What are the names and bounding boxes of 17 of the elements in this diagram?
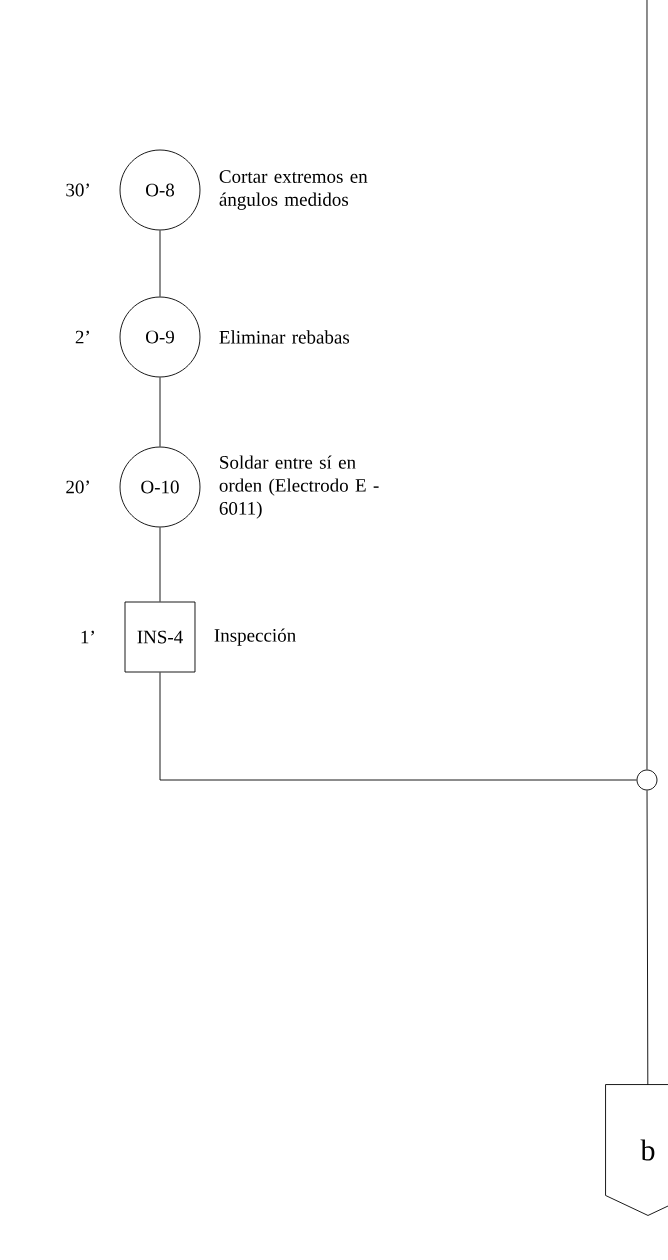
connector-line (159, 230, 161, 297)
step-description: Cortar extremos en ángulos medidos (219, 170, 368, 210)
inspection-box: INS-4 (124, 601, 196, 673)
connector-line (646, 790, 649, 1085)
step-description: Inspección (214, 628, 296, 646)
step-description: Soldar entre sí en orden (Electrodo E - 6011) (219, 455, 379, 519)
connector-line (159, 377, 161, 447)
connector-line (646, 0, 648, 770)
junction-circle (636, 769, 658, 791)
duration-text: 2’ (75, 330, 89, 344)
connector-line (159, 527, 161, 602)
offpage-connector: b (605, 1084, 668, 1216)
duration-text: 20’ (66, 480, 89, 494)
step-description: Eliminar rebabas (219, 330, 350, 344)
duration-text: 30’ (66, 183, 89, 197)
duration-text: 1’ (81, 630, 94, 644)
connector-line (159, 672, 637, 781)
